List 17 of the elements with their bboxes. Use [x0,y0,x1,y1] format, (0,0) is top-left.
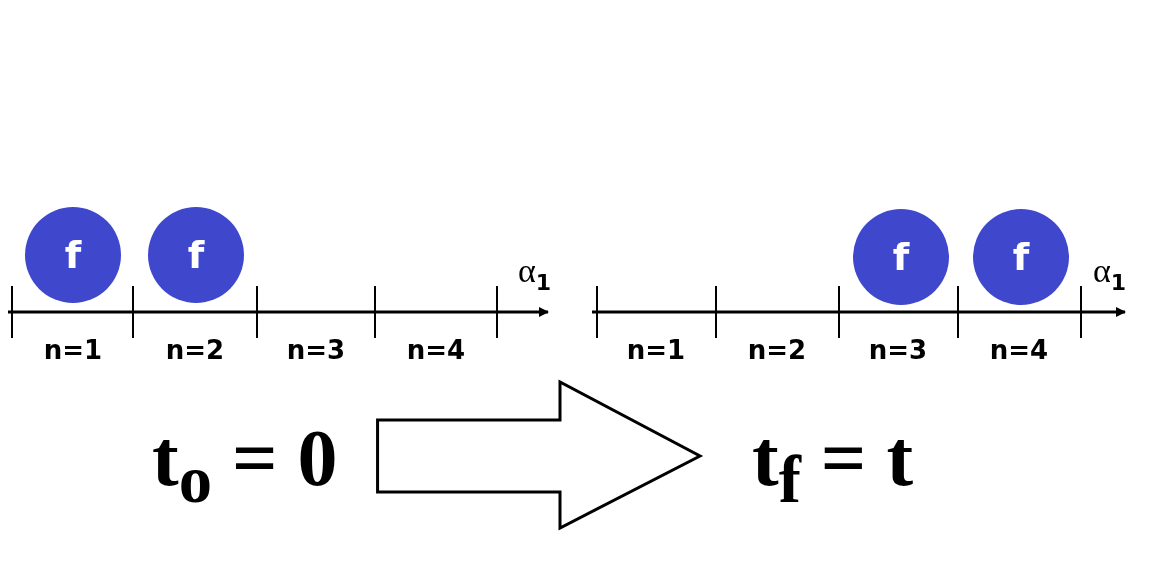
cell-label: n=2 [747,335,807,365]
block-arrow [376,379,704,531]
f-circle: f [853,209,949,305]
cell-label: n=3 [868,335,928,365]
f-circle: f [25,207,121,303]
axis-label: α$_{1}$ [518,252,552,295]
cell-label: n=3 [286,335,346,365]
cell-label: n=2 [165,335,225,365]
axis-label: α$_{1}$ [1093,252,1127,295]
cell-label: n=4 [989,335,1049,365]
f-circle: f [148,207,244,303]
time-equation: t$_{o}$ = 0 [152,418,338,514]
cell-label: n=1 [626,335,686,365]
time-equation: t$_{f}$ = t [752,418,914,514]
cell-label: n=4 [406,335,466,365]
cell-label: n=1 [43,335,103,365]
f-circle: f [973,209,1069,305]
